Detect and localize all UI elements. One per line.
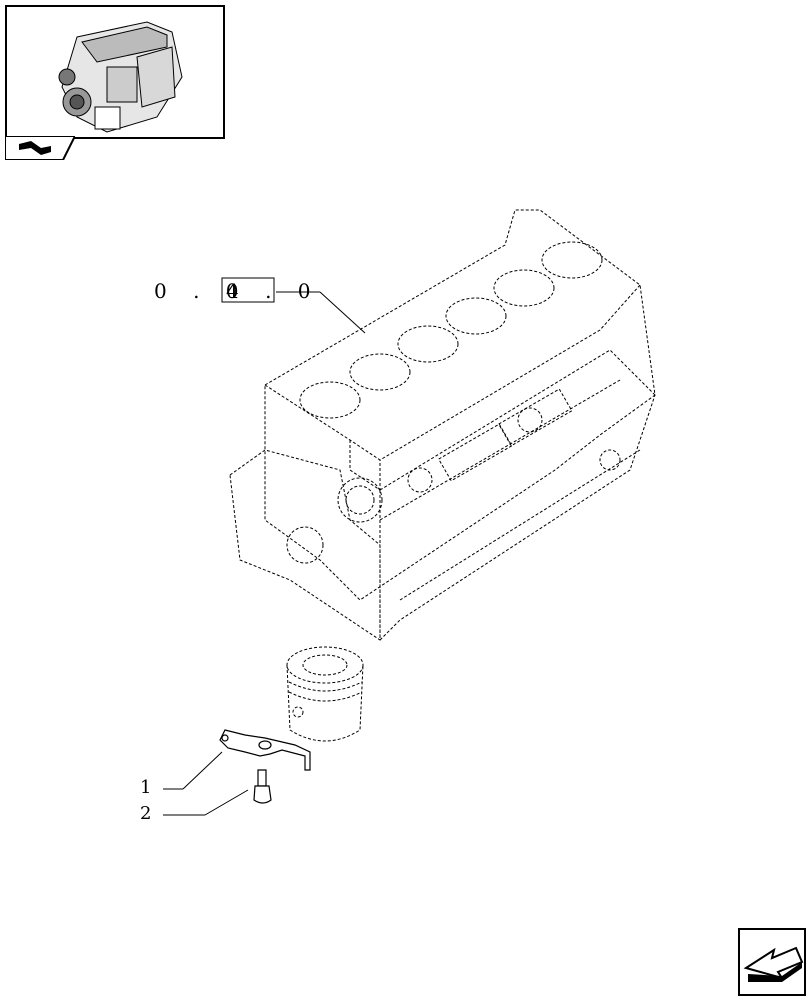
piston xyxy=(286,646,364,742)
oil-nozzle-part xyxy=(219,729,311,771)
cylinder-bores xyxy=(286,241,621,564)
reference-leader xyxy=(221,277,366,334)
engine-thumbnail-icon xyxy=(58,21,183,133)
engine-thumbnail xyxy=(5,5,225,139)
next-page-arrow-icon[interactable] xyxy=(738,928,806,996)
callout-1: 1 xyxy=(140,777,152,798)
reference-boxed-text: 4 . 0 xyxy=(226,279,321,303)
callout-leaders xyxy=(163,751,249,816)
engine-block-outline xyxy=(229,209,656,642)
section-book-icon[interactable] xyxy=(5,136,75,160)
reference-group-text: 0 . 0 xyxy=(154,279,249,303)
bolt-part xyxy=(253,769,272,804)
callout-2: 2 xyxy=(140,803,152,824)
